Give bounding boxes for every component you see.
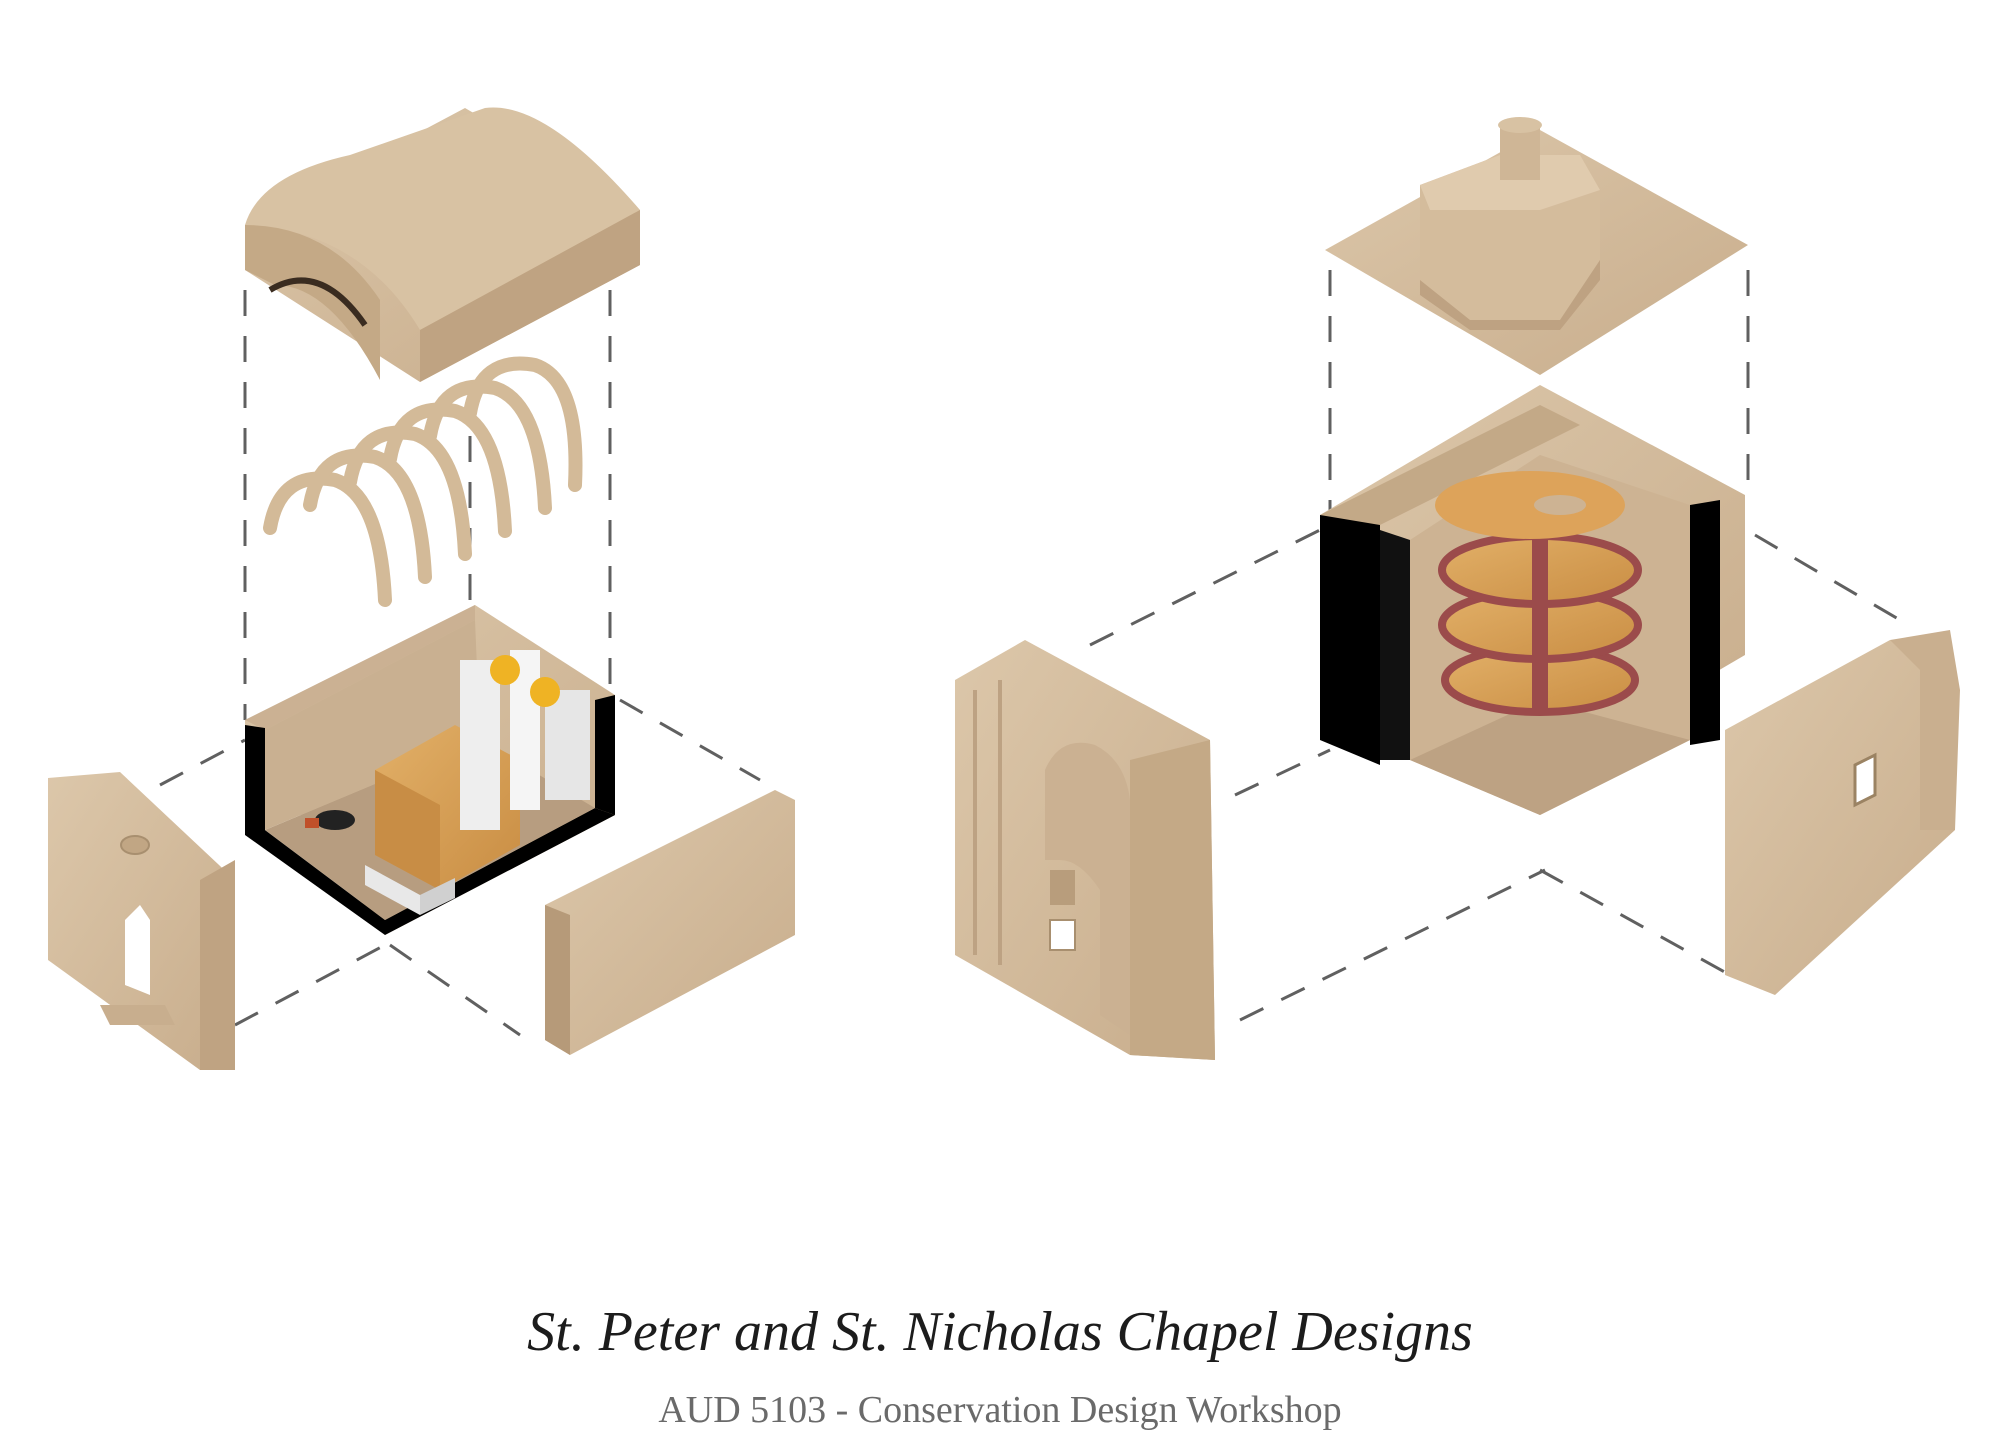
st-nicholas-chapel-diagram — [955, 117, 1960, 1060]
barrel-vault-roof — [245, 107, 640, 382]
side-wall-window — [1725, 630, 1960, 995]
round-table — [315, 810, 355, 830]
lantern-cupola — [1500, 125, 1540, 180]
yellow-chair — [490, 655, 520, 685]
exploded-axonometric-diagrams — [48, 107, 1960, 1070]
diagram-title: St. Peter and St. Nicholas Chapel Design… — [527, 1301, 1473, 1363]
side-wall-right — [545, 790, 795, 1055]
arch-ribs — [263, 356, 583, 607]
projection-lines-left — [159, 290, 761, 1037]
chapel-cube-section — [1320, 385, 1745, 815]
chapel-interior-section — [245, 605, 615, 935]
st-peter-chapel-diagram — [48, 107, 795, 1070]
white-partition — [460, 660, 500, 830]
spiral-staircase — [1435, 471, 1642, 716]
front-facade-arch — [955, 640, 1215, 1060]
projection-lines-right — [1089, 270, 1901, 1022]
front-facade-wall-left — [48, 772, 235, 1070]
sofa — [365, 865, 420, 915]
diagram-subtitle: AUD 5103 - Conservation Design Workshop — [658, 1389, 1342, 1431]
octagonal-dome-roof — [1325, 117, 1748, 375]
